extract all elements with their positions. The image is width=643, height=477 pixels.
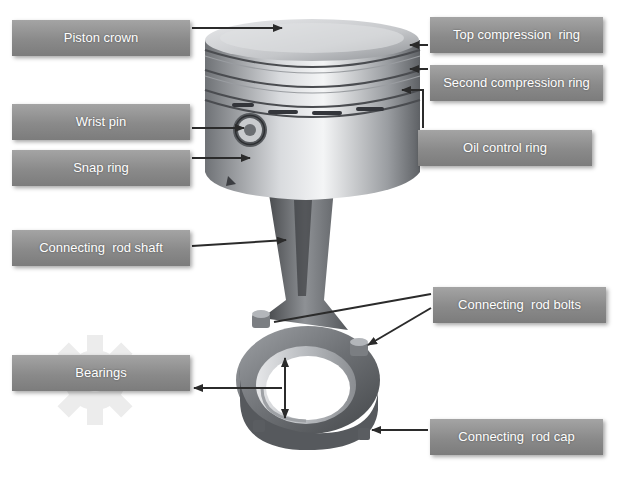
label-box: Connecting rod cap: [430, 419, 603, 455]
part-label: Connecting rod cap: [450, 429, 582, 445]
bearing-shell: [256, 346, 356, 424]
label-box: Connecting rod bolts: [433, 287, 606, 323]
label-box: Oil control ring: [418, 130, 592, 166]
piston-skirt: [205, 40, 420, 200]
oil-slot: [232, 103, 384, 115]
part-label: Connecting rod shaft: [31, 240, 171, 256]
part-label: Top compression ring: [445, 27, 588, 43]
rod-shaft: [262, 188, 348, 330]
part-label: Piston crown: [56, 30, 146, 46]
label-box: Piston crown: [12, 20, 190, 56]
part-label: Second compression ring: [435, 75, 598, 91]
leader-line: [192, 28, 431, 430]
label-box: Wrist pin: [12, 104, 190, 140]
part-label: Bearings: [67, 365, 134, 381]
label-box: Bearings: [12, 355, 190, 391]
rod-bolt: [252, 310, 370, 440]
part-label: Oil control ring: [455, 140, 555, 156]
wrist-pin-boss: [233, 113, 267, 147]
part-label: Wrist pin: [68, 114, 134, 130]
label-box: Second compression ring: [430, 65, 603, 101]
rod-web: [294, 200, 312, 296]
label-box: Top compression ring: [430, 17, 603, 53]
label-box: Connecting rod shaft: [12, 230, 190, 266]
part-label: Connecting rod bolts: [450, 297, 589, 313]
piston-crown: [205, 19, 419, 61]
label-box: Snap ring: [12, 150, 190, 186]
part-label: Snap ring: [65, 160, 137, 176]
wrist-pin: [238, 118, 262, 142]
piston-ring: [205, 50, 420, 117]
snap-ring: [236, 116, 265, 145]
